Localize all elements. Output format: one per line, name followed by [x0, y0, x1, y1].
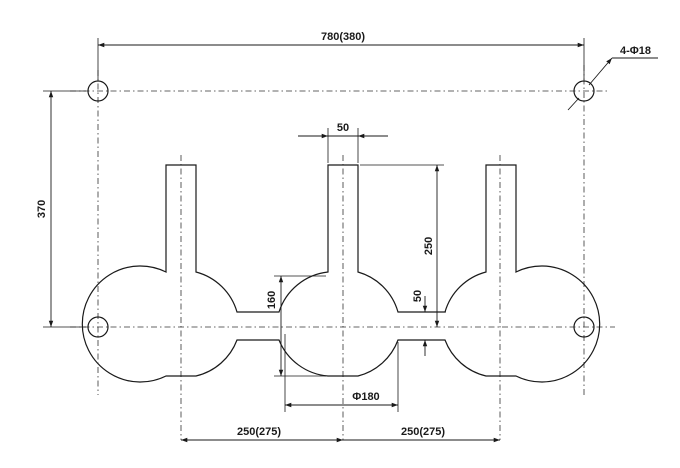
dim-gap: 50 — [412, 290, 446, 356]
bulb-diameter-label: Φ180 — [352, 391, 379, 403]
part-outline — [81, 164, 601, 383]
hole-top-right — [573, 80, 595, 102]
gap-label: 50 — [412, 290, 424, 302]
dim-hole-spec: 4-Φ18 — [567, 45, 658, 111]
hole-bottom-left — [87, 316, 109, 338]
overall-width-label: 780(380) — [321, 31, 365, 43]
hole-top-left — [87, 80, 109, 102]
hole-bottom-right — [573, 316, 595, 338]
dim-vertical-spacing: 370 — [36, 90, 86, 328]
dim-pitch: 250(275) 250(275) — [181, 426, 500, 443]
center-lines — [70, 65, 615, 440]
hole-spec-label: 4-Φ18 — [620, 45, 651, 57]
vertical-spacing-label: 370 — [36, 200, 48, 218]
mounting-holes — [87, 80, 595, 338]
neck-height-label: 160 — [266, 291, 278, 309]
dim-bulb-diameter: Φ180 — [284, 334, 399, 412]
dim-stem-height: 250 — [360, 164, 444, 327]
stem-width-label: 50 — [337, 122, 349, 134]
pitch-left-label: 250(275) — [237, 426, 281, 438]
stem-height-label: 250 — [423, 237, 435, 255]
dim-stem-width: 50 — [298, 122, 388, 163]
pitch-right-label: 250(275) — [401, 426, 445, 438]
dim-neck-height: 160 — [266, 275, 326, 377]
dim-overall-width: 780(380) — [97, 31, 585, 80]
